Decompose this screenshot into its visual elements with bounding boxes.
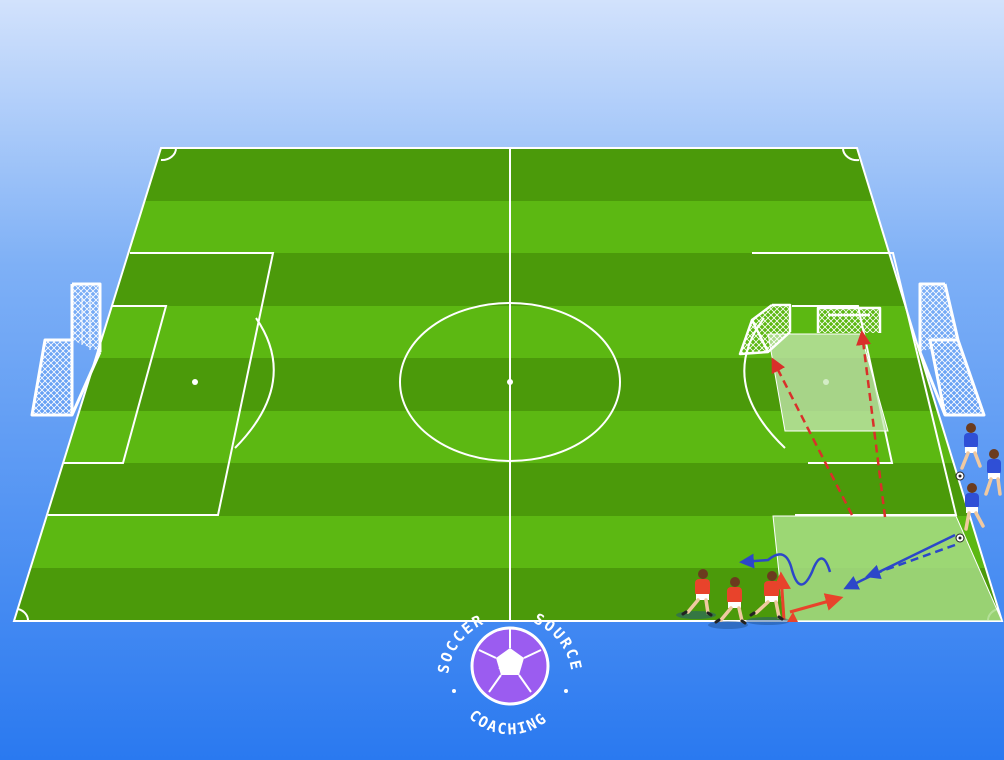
ball-icon: 2019 xyxy=(472,628,548,704)
mini-goal-right xyxy=(818,308,880,333)
center-spot xyxy=(507,379,513,385)
ball-icon xyxy=(956,534,964,542)
logo-year: 2019 xyxy=(498,661,522,672)
left-penalty-spot xyxy=(192,379,198,385)
ball-icon xyxy=(956,472,964,480)
